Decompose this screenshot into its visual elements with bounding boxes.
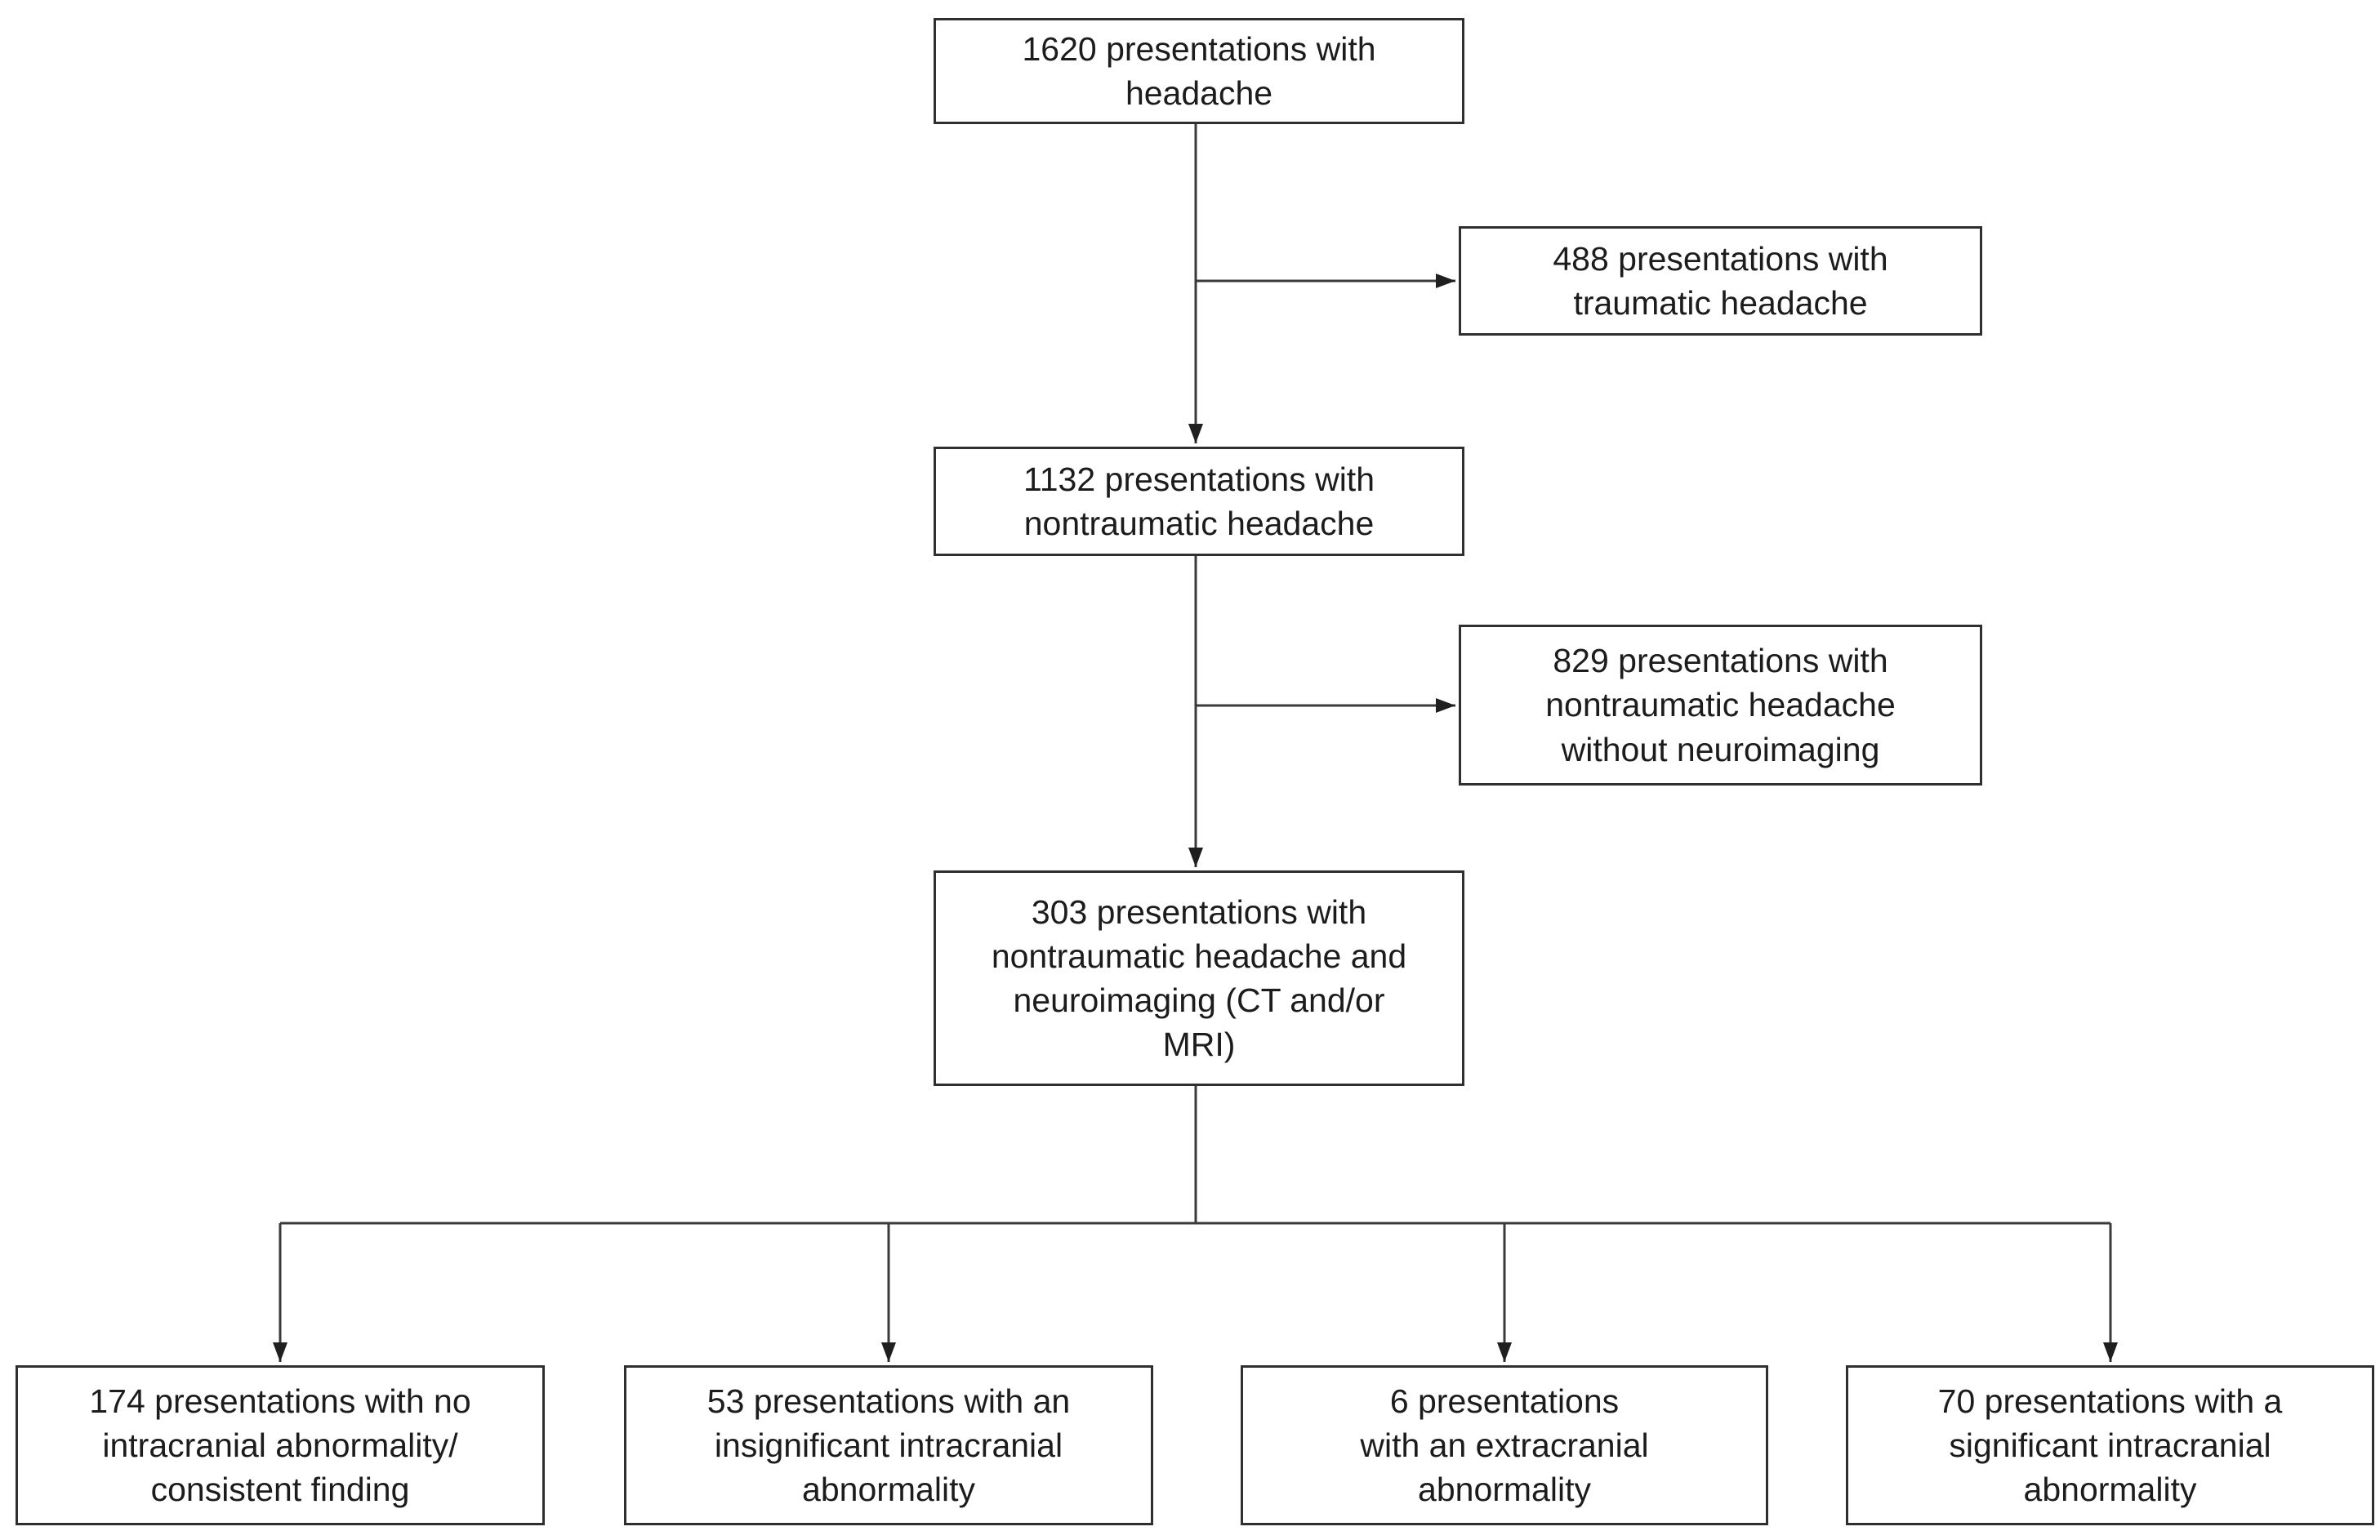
node-nontraumatic-headache: 1132 presentations with nontraumatic hea… xyxy=(934,447,1464,556)
node-label-line: without neuroimaging xyxy=(1561,730,1880,768)
node-label-line: consistent finding xyxy=(150,1471,410,1509)
node-label-line: intracranial abnormality/ xyxy=(102,1426,458,1464)
node-label-line: 53 presentations with an xyxy=(706,1382,1071,1420)
node-label-line: 829 presentations with xyxy=(1553,642,1888,680)
node-label-line: 303 presentations with xyxy=(1031,892,1367,931)
node-no-intracranial-abnormality: 174 presentations with no intracranial a… xyxy=(16,1365,545,1525)
node-label-line: with an extracranial xyxy=(1360,1426,1649,1464)
node-without-neuroimaging: 829 presentations with nontraumatic head… xyxy=(1459,625,1982,786)
node-label-line: 70 presentations with a xyxy=(1937,1382,2283,1420)
node-significant-intracranial-abnormality: 70 presentations with a significant intr… xyxy=(1846,1365,2374,1525)
node-label-line: abnormality xyxy=(2023,1471,2197,1509)
node-label-line: 488 presentations with xyxy=(1553,239,1888,278)
node-label-line: significant intracranial xyxy=(1949,1426,2271,1464)
node-label-line: 6 presentations xyxy=(1389,1382,1620,1420)
node-label-line: neuroimaging (CT and/or xyxy=(1013,981,1385,1019)
node-label-line: 174 presentations with no xyxy=(89,1382,471,1420)
node-extracranial-abnormality: 6 presentations with an extracranial abn… xyxy=(1241,1365,1768,1525)
node-label-line: MRI) xyxy=(1162,1026,1236,1064)
node-label-line: abnormality xyxy=(1418,1471,1591,1509)
node-label-line: abnormality xyxy=(802,1471,975,1509)
node-label-line: 1132 presentations with xyxy=(1023,460,1375,498)
node-label-line: nontraumatic headache xyxy=(1023,505,1375,542)
node-label-line: headache xyxy=(1125,74,1273,112)
node-label-line: nontraumatic headache and xyxy=(991,937,1407,975)
node-label-line: insignificant intracranial xyxy=(714,1426,1063,1464)
node-insignificant-intracranial-abnormality: 53 presentations with an insignificant i… xyxy=(624,1365,1153,1525)
node-label-line: 1620 presentations with xyxy=(1022,29,1376,68)
node-label-line: traumatic headache xyxy=(1573,284,1868,322)
node-with-neuroimaging: 303 presentations with nontraumatic head… xyxy=(934,870,1464,1086)
node-headache-total: 1620 presentations with headache xyxy=(934,18,1464,124)
node-label-line: nontraumatic headache xyxy=(1545,686,1896,724)
node-traumatic-headache: 488 presentations with traumatic headach… xyxy=(1459,226,1982,336)
